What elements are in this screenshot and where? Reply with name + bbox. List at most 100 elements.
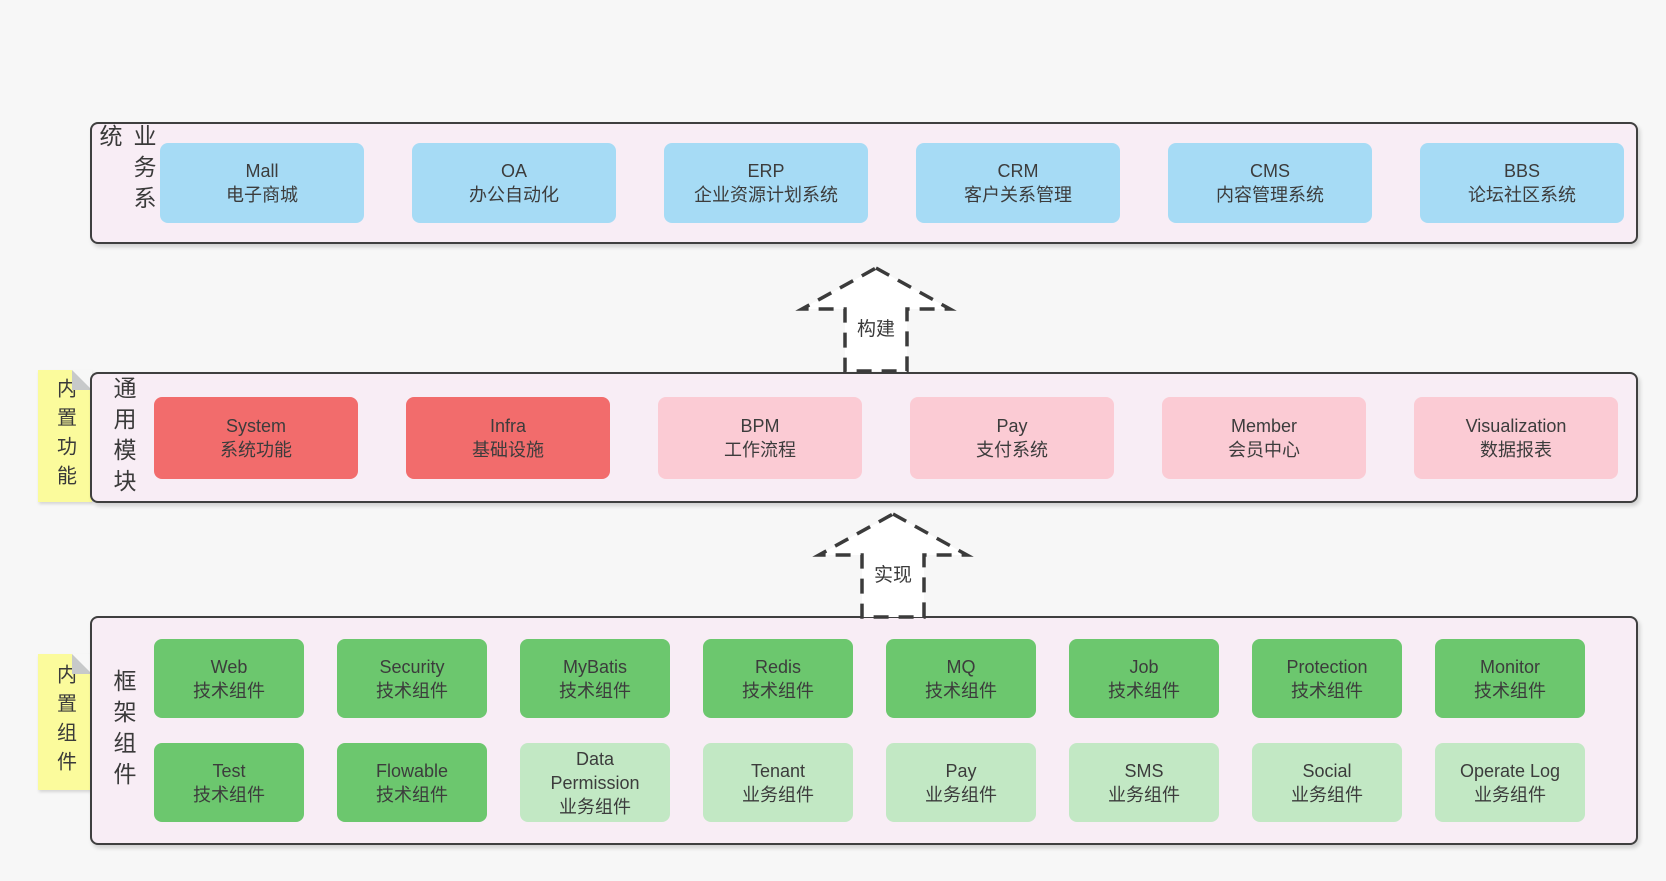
box-title: Data Permission (550, 748, 640, 793)
diagram-box-mybatis: MyBatis 技术组件 (520, 639, 670, 718)
box-title: Redis (754, 656, 802, 677)
diagram-box-member: Member 会员中心 (1162, 396, 1366, 479)
box-subtitle: 数据报表 (1480, 439, 1552, 460)
diagram-box-web: Web 技术组件 (154, 639, 304, 718)
box-title: Test (212, 760, 246, 781)
box-subtitle: 技术组件 (559, 680, 631, 701)
diagram-box-mall: Mall 电子商城 (160, 143, 364, 223)
box-title: Infra (489, 415, 527, 436)
band-label-common-modules: 通用模块 (92, 374, 154, 501)
band-label-text: 通用模块 (110, 375, 136, 500)
band-label-text: 框架组件 (110, 668, 136, 793)
box-title: MyBatis (562, 656, 627, 677)
arrow-implement: 实现 (812, 508, 974, 620)
box-title: CRM (997, 161, 1039, 181)
box-title: Operate Log (1459, 760, 1561, 781)
box-subtitle: 技术组件 (925, 680, 997, 701)
diagram-box-visualization: Visualization 数据报表 (1414, 396, 1618, 479)
box-title: OA (500, 161, 527, 181)
box-title: Mall (245, 161, 279, 181)
box-title: Flowable (375, 760, 449, 781)
box-subtitle: 工作流程 (724, 439, 796, 460)
diagram-box-crm: CRM 客户关系管理 (916, 143, 1120, 223)
diagram-box-mq: MQ 技术组件 (886, 639, 1036, 718)
sticky-folded-corner (72, 370, 92, 390)
box-subtitle: 技术组件 (193, 784, 265, 805)
sticky-note-label: 内置组件 (53, 664, 76, 780)
diagram-box-data-permission: Data Permission 业务组件 (520, 743, 670, 822)
diagram-box-job: Job 技术组件 (1069, 639, 1219, 718)
sticky-folded-corner (72, 654, 92, 674)
box-subtitle: 企业资源计划系统 (694, 185, 838, 205)
box-title: System (225, 415, 286, 436)
arrow-build: 构建 (795, 262, 957, 374)
diagram-box-social: Social 业务组件 (1252, 743, 1402, 822)
box-title: CMS (1250, 161, 1290, 181)
box-subtitle: 技术组件 (193, 680, 265, 701)
box-subtitle: 业务组件 (1108, 784, 1180, 805)
box-row-biz-components: Test 技术组件 Flowable 技术组件 Data Permission 业务组件 T… (154, 743, 1636, 822)
sticky-note-built-in-features: 内置功能 (38, 370, 92, 502)
diagram-box-redis: Redis 技术组件 (703, 639, 853, 718)
box-title: MQ (946, 656, 976, 677)
box-subtitle: 业务组件 (559, 796, 631, 817)
arrow-implement-label: 实现 (873, 565, 912, 586)
box-subtitle: 论坛社区系统 (1468, 185, 1576, 205)
box-title: Visualization (1465, 415, 1567, 436)
box-subtitle: 系统功能 (220, 439, 292, 460)
box-subtitle: 会员中心 (1228, 439, 1300, 460)
up-arrow-dashed-icon (812, 511, 974, 619)
box-title: Protection (1286, 656, 1368, 677)
up-arrow-dashed-icon (795, 265, 957, 373)
arrow-build-label: 构建 (856, 319, 895, 340)
box-subtitle: 电子商城 (226, 185, 298, 205)
box-title: Member (1230, 415, 1297, 436)
box-title: Monitor (1479, 656, 1541, 677)
box-subtitle: 支付系统 (976, 439, 1048, 460)
box-subtitle: 业务组件 (742, 784, 814, 805)
box-title: Tenant (750, 760, 806, 781)
box-subtitle: 业务组件 (1291, 784, 1363, 805)
box-title: SMS (1124, 760, 1164, 781)
diagram-box-system: System 系统功能 (154, 396, 358, 479)
box-title: Social (1302, 760, 1352, 781)
box-subtitle: 技术组件 (742, 680, 814, 701)
diagram-box-monitor: Monitor 技术组件 (1435, 639, 1585, 718)
sticky-note-built-in-components: 内置组件 (38, 654, 92, 790)
sticky-note-label: 内置功能 (53, 378, 76, 494)
box-subtitle: 技术组件 (1108, 680, 1180, 701)
box-title: Web (210, 656, 248, 677)
box-subtitle: 基础设施 (472, 439, 544, 460)
box-subtitle: 技术组件 (1474, 680, 1546, 701)
band-label-business-systems: 业务系统 (92, 124, 160, 242)
diagram-box-sms: SMS 业务组件 (1069, 743, 1219, 822)
box-subtitle: 客户关系管理 (964, 185, 1072, 205)
diagram-box-flowable: Flowable 技术组件 (337, 743, 487, 822)
band-label-text: 业务系统 (96, 124, 156, 217)
box-subtitle: 技术组件 (1291, 680, 1363, 701)
box-title: Security (379, 656, 445, 677)
box-subtitle: 业务组件 (925, 784, 997, 805)
box-subtitle: 技术组件 (376, 784, 448, 805)
box-title: Job (1129, 656, 1159, 677)
diagram-box-test: Test 技术组件 (154, 743, 304, 822)
